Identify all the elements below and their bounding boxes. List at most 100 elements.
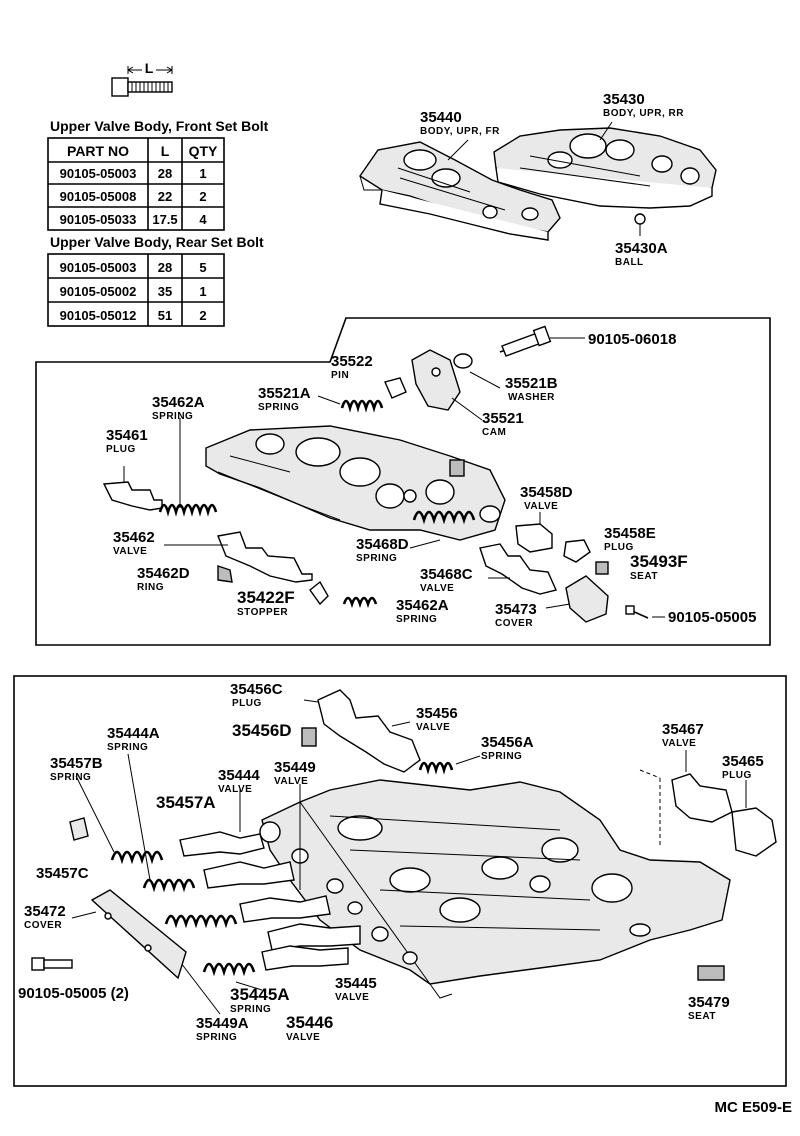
part-description: VALVE [416, 722, 450, 733]
ball-part [634, 213, 646, 225]
part-description: SPRING [356, 553, 397, 564]
upper-body-rear [493, 121, 717, 209]
seat-part [697, 965, 725, 981]
bolt-part [31, 957, 45, 971]
table-cell: 51 [158, 308, 172, 323]
part-number: 35456C [230, 681, 283, 698]
part-number: 35430A [615, 240, 668, 257]
part-number: 35449 [274, 759, 316, 776]
part-description: PIN [331, 370, 349, 381]
spring-part [342, 596, 378, 609]
bottom-panel-frame [13, 675, 787, 1087]
table-cell: 90105-05012 [60, 308, 137, 323]
valve-part [239, 895, 331, 923]
part-description: BODY, UPR, RR [603, 108, 684, 119]
spring-part [418, 761, 454, 775]
bolt-part [499, 325, 585, 357]
valve-part [515, 523, 553, 553]
table-cell: 28 [158, 166, 172, 181]
spring-part [340, 399, 384, 413]
seat-part [301, 727, 317, 747]
table-cell: 22 [158, 189, 172, 204]
part-number: 35445 [335, 975, 377, 992]
pin-part [384, 377, 407, 399]
part-description: VALVE [218, 784, 252, 795]
part-number: 35462A [396, 597, 449, 614]
seat-part [595, 561, 609, 575]
table-cell: 5 [199, 260, 206, 275]
part-number: 35457B [50, 755, 103, 772]
part-description: PLUG [106, 444, 136, 455]
part-number: 35465 [722, 753, 764, 770]
part-description: VALVE [113, 546, 147, 557]
valve-part [203, 861, 295, 889]
part-description: PLUG [722, 770, 752, 781]
valve-part [261, 945, 349, 971]
table-cell: 90105-05008 [60, 189, 137, 204]
part-number: 35467 [662, 721, 704, 738]
table-cell: 4 [199, 212, 207, 227]
lower-valve-section [205, 425, 506, 541]
part-description: COVER [24, 920, 62, 931]
lower-valve-body [259, 779, 731, 999]
middle-panel-frame [35, 317, 771, 646]
table-cell: 90105-05003 [60, 166, 137, 181]
part-description: STOPPER [237, 607, 288, 618]
part-number: 35440 [420, 109, 462, 126]
part-number: 35444 [218, 767, 260, 784]
part-description: SPRING [258, 402, 299, 413]
valve-part [479, 543, 557, 595]
table-cell: 1 [199, 284, 206, 299]
table-cell: 1 [199, 166, 206, 181]
part-number: 35444A [107, 725, 160, 742]
part-description: VALVE [274, 776, 308, 787]
part-number: 35521A [258, 385, 311, 402]
part-number: 35473 [495, 601, 537, 618]
table-cell: 2 [199, 308, 206, 323]
spring-part [158, 503, 218, 517]
front-table-title: Upper Valve Body, Front Set Bolt [50, 118, 269, 134]
part-number: 35456D [232, 721, 292, 740]
plug-part [731, 807, 777, 857]
part-description: SEAT [688, 1011, 716, 1022]
part-number: 35458E [604, 525, 656, 542]
plug-part [102, 481, 163, 511]
part-number: 35468C [420, 566, 473, 583]
table-cell: 90105-05033 [60, 212, 137, 227]
part-description: RING [137, 582, 164, 593]
part-description: CAM [482, 427, 506, 438]
part-number: 35472 [24, 903, 66, 920]
part-number: 35521B [505, 375, 558, 392]
part-number: 35446 [286, 1013, 333, 1032]
part-description: SPRING [396, 614, 437, 625]
valve-part [317, 689, 421, 773]
part-number: 35457A [156, 793, 216, 812]
header-part-no: PART NO [67, 143, 129, 159]
table-cell: 17.5 [152, 212, 177, 227]
part-description: SPRING [152, 411, 193, 422]
part-number: 35457C [36, 865, 89, 882]
part-number: 35422F [237, 588, 295, 607]
part-description: VALVE [662, 738, 696, 749]
table-cell: 90105-05002 [60, 284, 137, 299]
part-description: BALL [615, 257, 644, 268]
part-description: VALVE [335, 992, 369, 1003]
part-description: SPRING [230, 1004, 271, 1015]
rear-table-title: Upper Valve Body, Rear Set Bolt [50, 234, 264, 250]
cover-part [565, 575, 609, 623]
bolt-length-label: L [145, 60, 154, 76]
part-number: 90105-05005 (2) [18, 985, 129, 1002]
part-description: PLUG [232, 698, 262, 709]
part-description: VALVE [524, 501, 558, 512]
part-description: SPRING [196, 1032, 237, 1043]
part-description: VALVE [286, 1032, 320, 1043]
part-number: 35462 [113, 529, 155, 546]
part-number: 35430 [603, 91, 645, 108]
valve-part [267, 923, 361, 951]
table-cell: 90105-05003 [60, 260, 137, 275]
spring-part [110, 850, 164, 865]
spring-part [142, 878, 196, 893]
seat-part [69, 817, 89, 841]
spring-part [164, 914, 238, 929]
